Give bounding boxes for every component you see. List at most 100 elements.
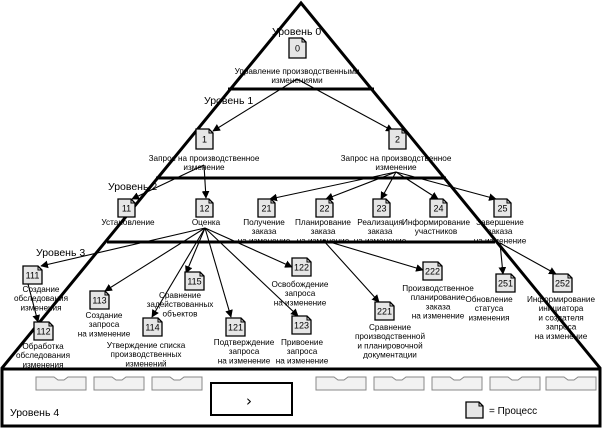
- process-112-doc-icon: 112: [33, 321, 54, 341]
- process-122-doc-icon: 122: [291, 257, 312, 277]
- connector-arrow: [498, 242, 507, 275]
- level-4-tab: [373, 376, 425, 391]
- process-122-number: 122: [294, 263, 309, 273]
- level-0-title: Уровень 0: [272, 26, 321, 38]
- chevron-right-icon: ›: [246, 392, 252, 410]
- process-25-number: 25: [497, 204, 507, 214]
- legend: = Процесс: [465, 401, 537, 419]
- process-11-doc-icon: 11: [117, 198, 136, 218]
- process-252-number: 252: [555, 279, 570, 289]
- connector-arrow: [325, 171, 397, 201]
- connector-arrow: [499, 242, 557, 275]
- process-222-number: 222: [425, 267, 440, 277]
- level-4-tab: [315, 376, 367, 391]
- legend-doc-icon: [465, 401, 484, 419]
- process-21-doc-icon: 21: [257, 198, 276, 218]
- connector-arrow: [204, 227, 233, 318]
- level-4-process-box: [210, 382, 293, 416]
- process-1-number: 1: [202, 135, 207, 145]
- connector-arrow: [395, 171, 497, 201]
- process-121-number: 121: [228, 323, 243, 333]
- process-123-number: 123: [294, 321, 309, 331]
- connector-arrow: [322, 239, 380, 303]
- process-23-doc-icon: 23: [372, 198, 391, 218]
- level-3-title: Уровень 3: [36, 247, 85, 259]
- connector-arrow: [212, 78, 298, 132]
- level-4-tab: [151, 376, 203, 391]
- process-11-label: Установление: [101, 218, 155, 227]
- process-252-doc-icon: 252: [552, 273, 573, 293]
- process-2-number: 2: [395, 135, 400, 145]
- connector-arrow: [27, 283, 40, 323]
- level-4-tab: [35, 376, 87, 391]
- process-113-number: 113: [92, 296, 106, 306]
- legend-text: = Процесс: [489, 406, 537, 417]
- connector-arrow: [185, 227, 206, 274]
- connector-arrow: [131, 164, 205, 200]
- process-114-number: 114: [145, 323, 159, 333]
- connector-arrow: [204, 227, 299, 317]
- level-4-title: Уровень 4: [10, 407, 59, 419]
- process-121-doc-icon: 121: [225, 317, 246, 337]
- process-24-doc-icon: 24: [429, 198, 448, 218]
- process-22-doc-icon: 22: [315, 198, 334, 218]
- level-4-tab-strip: [35, 376, 597, 391]
- connector-arrow: [204, 227, 293, 268]
- process-21-number: 21: [261, 204, 271, 214]
- connector-arrow: [395, 171, 439, 200]
- process-23-number: 23: [376, 204, 386, 214]
- process-12-number: 12: [199, 204, 209, 214]
- connector-arrow: [296, 78, 394, 132]
- connector-arrow: [322, 239, 424, 272]
- process-251-number: 251: [498, 279, 513, 289]
- connectors: [27, 78, 557, 323]
- process-11-number: 11: [122, 204, 131, 214]
- process-0-doc-icon: 0: [288, 37, 307, 59]
- process-0-number: 0: [295, 44, 300, 54]
- connector-arrow: [380, 171, 397, 200]
- process-112-number: 112: [36, 327, 50, 337]
- level-1-title: Уровень 1: [204, 95, 253, 107]
- connector-arrow: [151, 227, 206, 318]
- process-22-number: 22: [319, 204, 329, 214]
- level-4-tab: [489, 376, 541, 391]
- process-113-doc-icon: 113: [89, 290, 110, 310]
- level-4-tab: [431, 376, 483, 391]
- connector-arrow: [40, 227, 206, 269]
- process-221-number: 221: [377, 307, 392, 317]
- process-251-doc-icon: 251: [495, 273, 516, 293]
- process-24-number: 24: [433, 204, 443, 214]
- process-12-doc-icon: 12: [195, 198, 214, 218]
- level-2-title: Уровень 2: [108, 181, 157, 193]
- connector-arrow: [104, 227, 206, 292]
- process-115-doc-icon: 115: [184, 271, 205, 291]
- connector-arrow: [201, 164, 210, 199]
- process-1-doc-icon: 1: [195, 128, 214, 150]
- process-222-doc-icon: 222: [422, 261, 443, 281]
- process-12-label: Оценка: [192, 218, 221, 227]
- process-25-doc-icon: 25: [493, 198, 512, 218]
- process-114-doc-icon: 114: [142, 317, 163, 337]
- level-4-tab: [545, 376, 597, 391]
- process-123-doc-icon: 123: [291, 315, 312, 335]
- process-115-number: 115: [187, 277, 201, 287]
- process-221-doc-icon: 221: [374, 301, 395, 321]
- process-2-doc-icon: 2: [388, 128, 407, 150]
